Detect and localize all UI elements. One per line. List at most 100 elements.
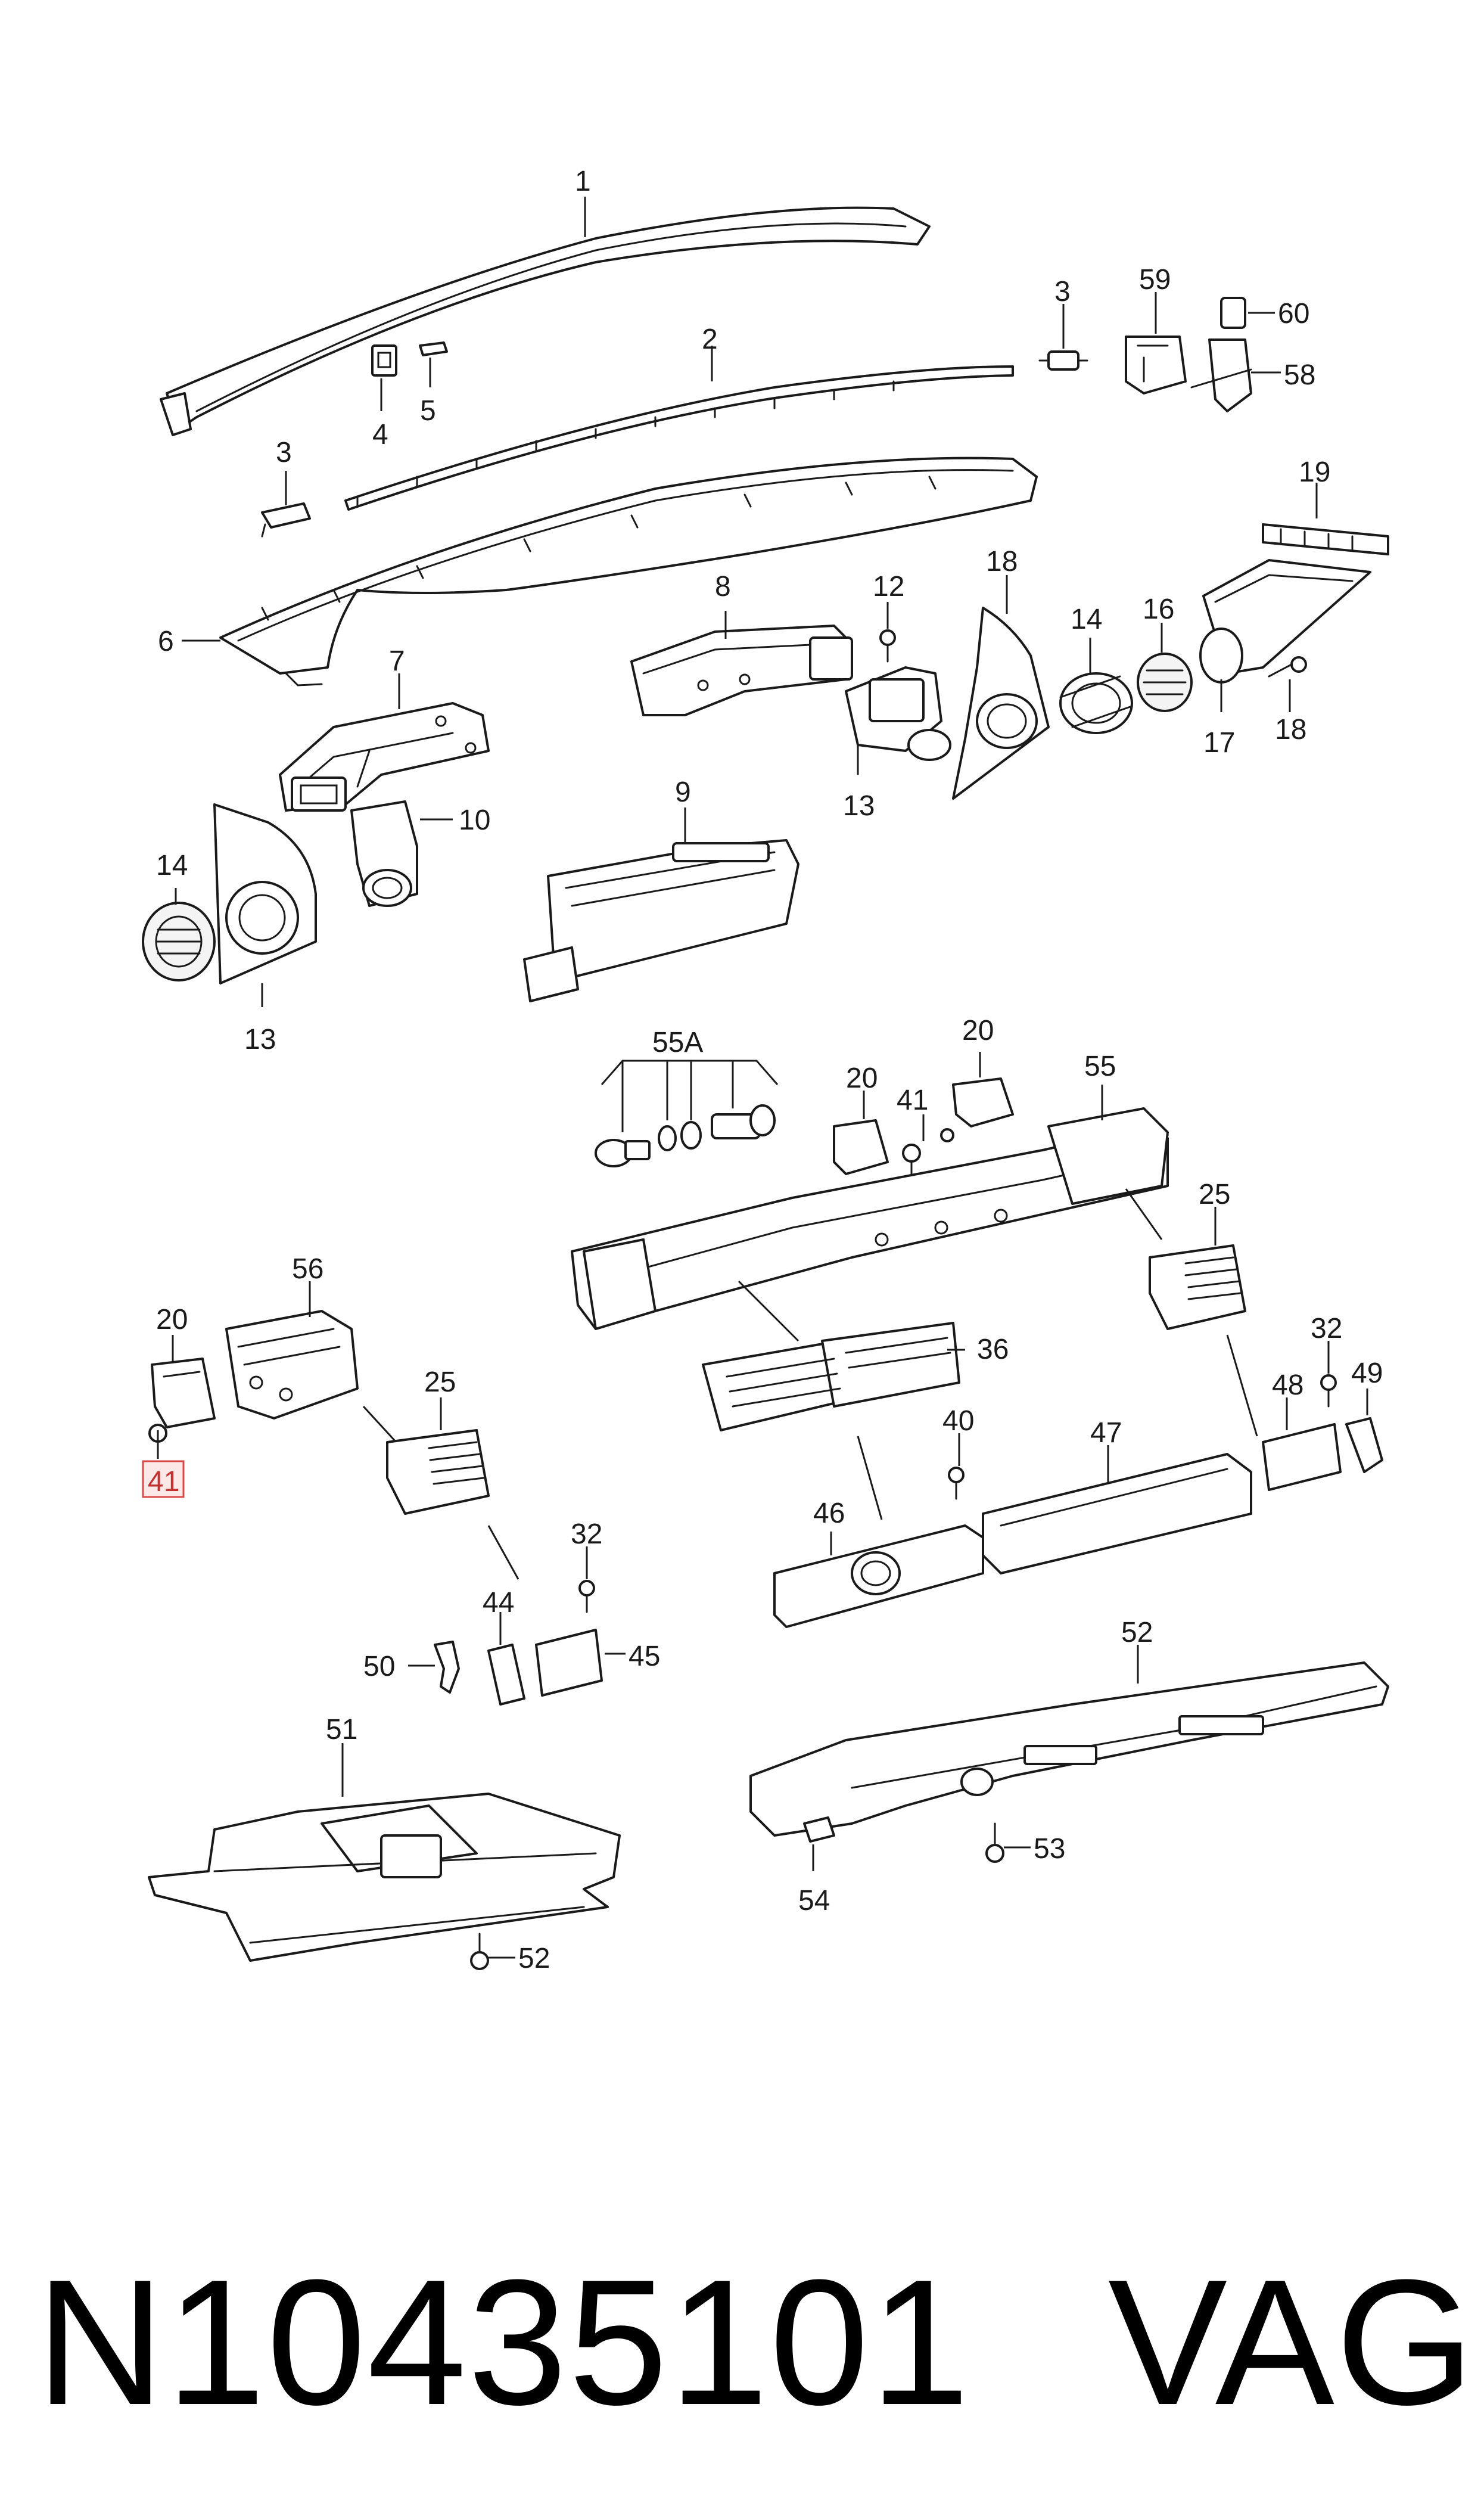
part-54-clip	[803, 1816, 835, 1843]
part-45-trim-panel	[535, 1629, 603, 1697]
callout-41-highlighted[interactable]: 41	[148, 1466, 179, 1498]
part-60-clip	[1220, 297, 1246, 329]
part-20-mount-b	[940, 1077, 1014, 1142]
callout-55: 55	[1084, 1051, 1116, 1082]
callout-55A: 55A	[652, 1027, 703, 1058]
callout-18: 18	[1275, 714, 1306, 746]
callout-11: 13	[843, 790, 875, 822]
part-41-screw-a	[902, 1144, 921, 1181]
part-20-mount-a	[833, 1119, 889, 1175]
callout-25-right: 25	[1199, 1179, 1230, 1210]
part-53-screw-left	[470, 1933, 489, 1970]
callout-41-a: 41	[897, 1085, 928, 1116]
callout-3-left: 3	[276, 437, 292, 468]
callout-4: 4	[372, 419, 388, 451]
callout-53-right: 53	[1034, 1833, 1065, 1865]
callout-56: 56	[292, 1253, 323, 1285]
callout-20-left: 20	[156, 1304, 188, 1335]
part-20-mount-left	[151, 1358, 216, 1428]
callout-14-left: 14	[156, 850, 188, 881]
part-25-vent-left	[386, 1429, 490, 1515]
part-48-trim-end	[1262, 1423, 1342, 1491]
callout-10: 10	[459, 805, 490, 836]
part-47-center-trim	[982, 1453, 1252, 1574]
part-17-mounting-frame	[1199, 559, 1371, 684]
part-25-vent-right	[1149, 1244, 1246, 1330]
part-8-air-duct-center	[630, 625, 853, 716]
callout-19: 19	[1299, 456, 1330, 488]
callout-13-left: 13	[244, 1024, 276, 1055]
part-56-vent-housing-left	[225, 1310, 359, 1420]
callout-9: 9	[675, 776, 691, 808]
part-44-end-cap	[487, 1644, 525, 1706]
callout-53-left: 52	[518, 1943, 550, 1974]
callout-32-left: 32	[571, 1518, 602, 1550]
callout-54: 54	[798, 1885, 830, 1917]
part-58-bracket	[1190, 338, 1252, 412]
callout-13-right: 18	[986, 546, 1018, 577]
callout-20-a: 20	[846, 1063, 878, 1094]
callout-44: 44	[483, 1587, 514, 1619]
callout-46: 46	[813, 1498, 845, 1529]
callout-12: 12	[873, 571, 904, 602]
part-50-clip	[434, 1641, 460, 1694]
part-3-clip-right	[1038, 350, 1088, 371]
callout-50: 50	[363, 1651, 395, 1682]
part-4-clip	[371, 344, 397, 377]
part-19-upper-bracket	[1262, 523, 1389, 555]
part-7-air-duct-left	[279, 702, 490, 812]
part-number-label: N10435101	[36, 2242, 971, 2442]
part-32-screw-left	[578, 1580, 595, 1613]
callout-2: 2	[702, 324, 718, 355]
part-12-screw	[879, 629, 896, 663]
part-49-end-cap	[1345, 1417, 1383, 1473]
callout-6: 6	[158, 626, 174, 657]
part-6-dash-panel	[219, 456, 1038, 687]
callout-51: 51	[326, 1714, 357, 1745]
callout-8: 8	[715, 571, 731, 602]
part-59-bracket	[1125, 336, 1187, 395]
callout-60: 60	[1278, 298, 1309, 330]
part-55A-fastener-kit	[595, 1104, 776, 1167]
part-46-lower-trim	[773, 1524, 984, 1628]
part-18-screw	[1268, 656, 1307, 678]
part-3-clip-left	[261, 502, 311, 538]
callout-25-left: 25	[424, 1366, 456, 1398]
callout-36: 36	[977, 1334, 1009, 1365]
part-13-side-panel-right	[952, 607, 1050, 800]
callout-3-right: 3	[1054, 276, 1071, 308]
part-51-lower-cover-left	[148, 1793, 621, 1962]
part-10-duct-connector	[350, 800, 418, 907]
callout-52: 52	[1121, 1617, 1153, 1648]
part-5-clip	[419, 341, 448, 356]
part-11-vent-housing	[845, 666, 951, 761]
part-1-dash-top-trim	[160, 206, 931, 436]
brand-label: VAG	[1108, 2242, 1476, 2442]
part-36-center-vent-pair	[702, 1322, 960, 1431]
part-40-screw	[948, 1467, 965, 1500]
callout-5: 5	[420, 395, 436, 427]
callout-49: 49	[1351, 1358, 1383, 1389]
callout-1: 1	[575, 166, 591, 197]
part-9-center-vent-housing	[523, 839, 799, 1002]
callout-59: 59	[1139, 264, 1171, 296]
callout-7: 7	[389, 645, 405, 677]
part-14-vent-ring-right	[1059, 672, 1133, 734]
callout-16: 16	[1143, 594, 1174, 625]
part-16-vent-grille	[1137, 653, 1193, 712]
part-32-screw-right	[1320, 1374, 1337, 1408]
callout-58: 58	[1284, 359, 1315, 391]
callout-41-highlight-box[interactable]	[142, 1460, 185, 1498]
part-2-trim-strip	[344, 365, 1014, 511]
part-55-vent-frame	[571, 1107, 1169, 1330]
callout-47: 47	[1090, 1417, 1122, 1449]
part-53-screw-right	[985, 1822, 1004, 1863]
callout-48: 48	[1272, 1369, 1303, 1401]
callout-17: 17	[1203, 727, 1235, 759]
callout-14-right: 14	[1071, 604, 1102, 635]
callout-32-right: 32	[1311, 1313, 1342, 1344]
callout-20-b: 20	[962, 1015, 994, 1046]
part-52-lower-cover-right	[749, 1661, 1389, 1837]
callout-40: 40	[942, 1405, 974, 1437]
